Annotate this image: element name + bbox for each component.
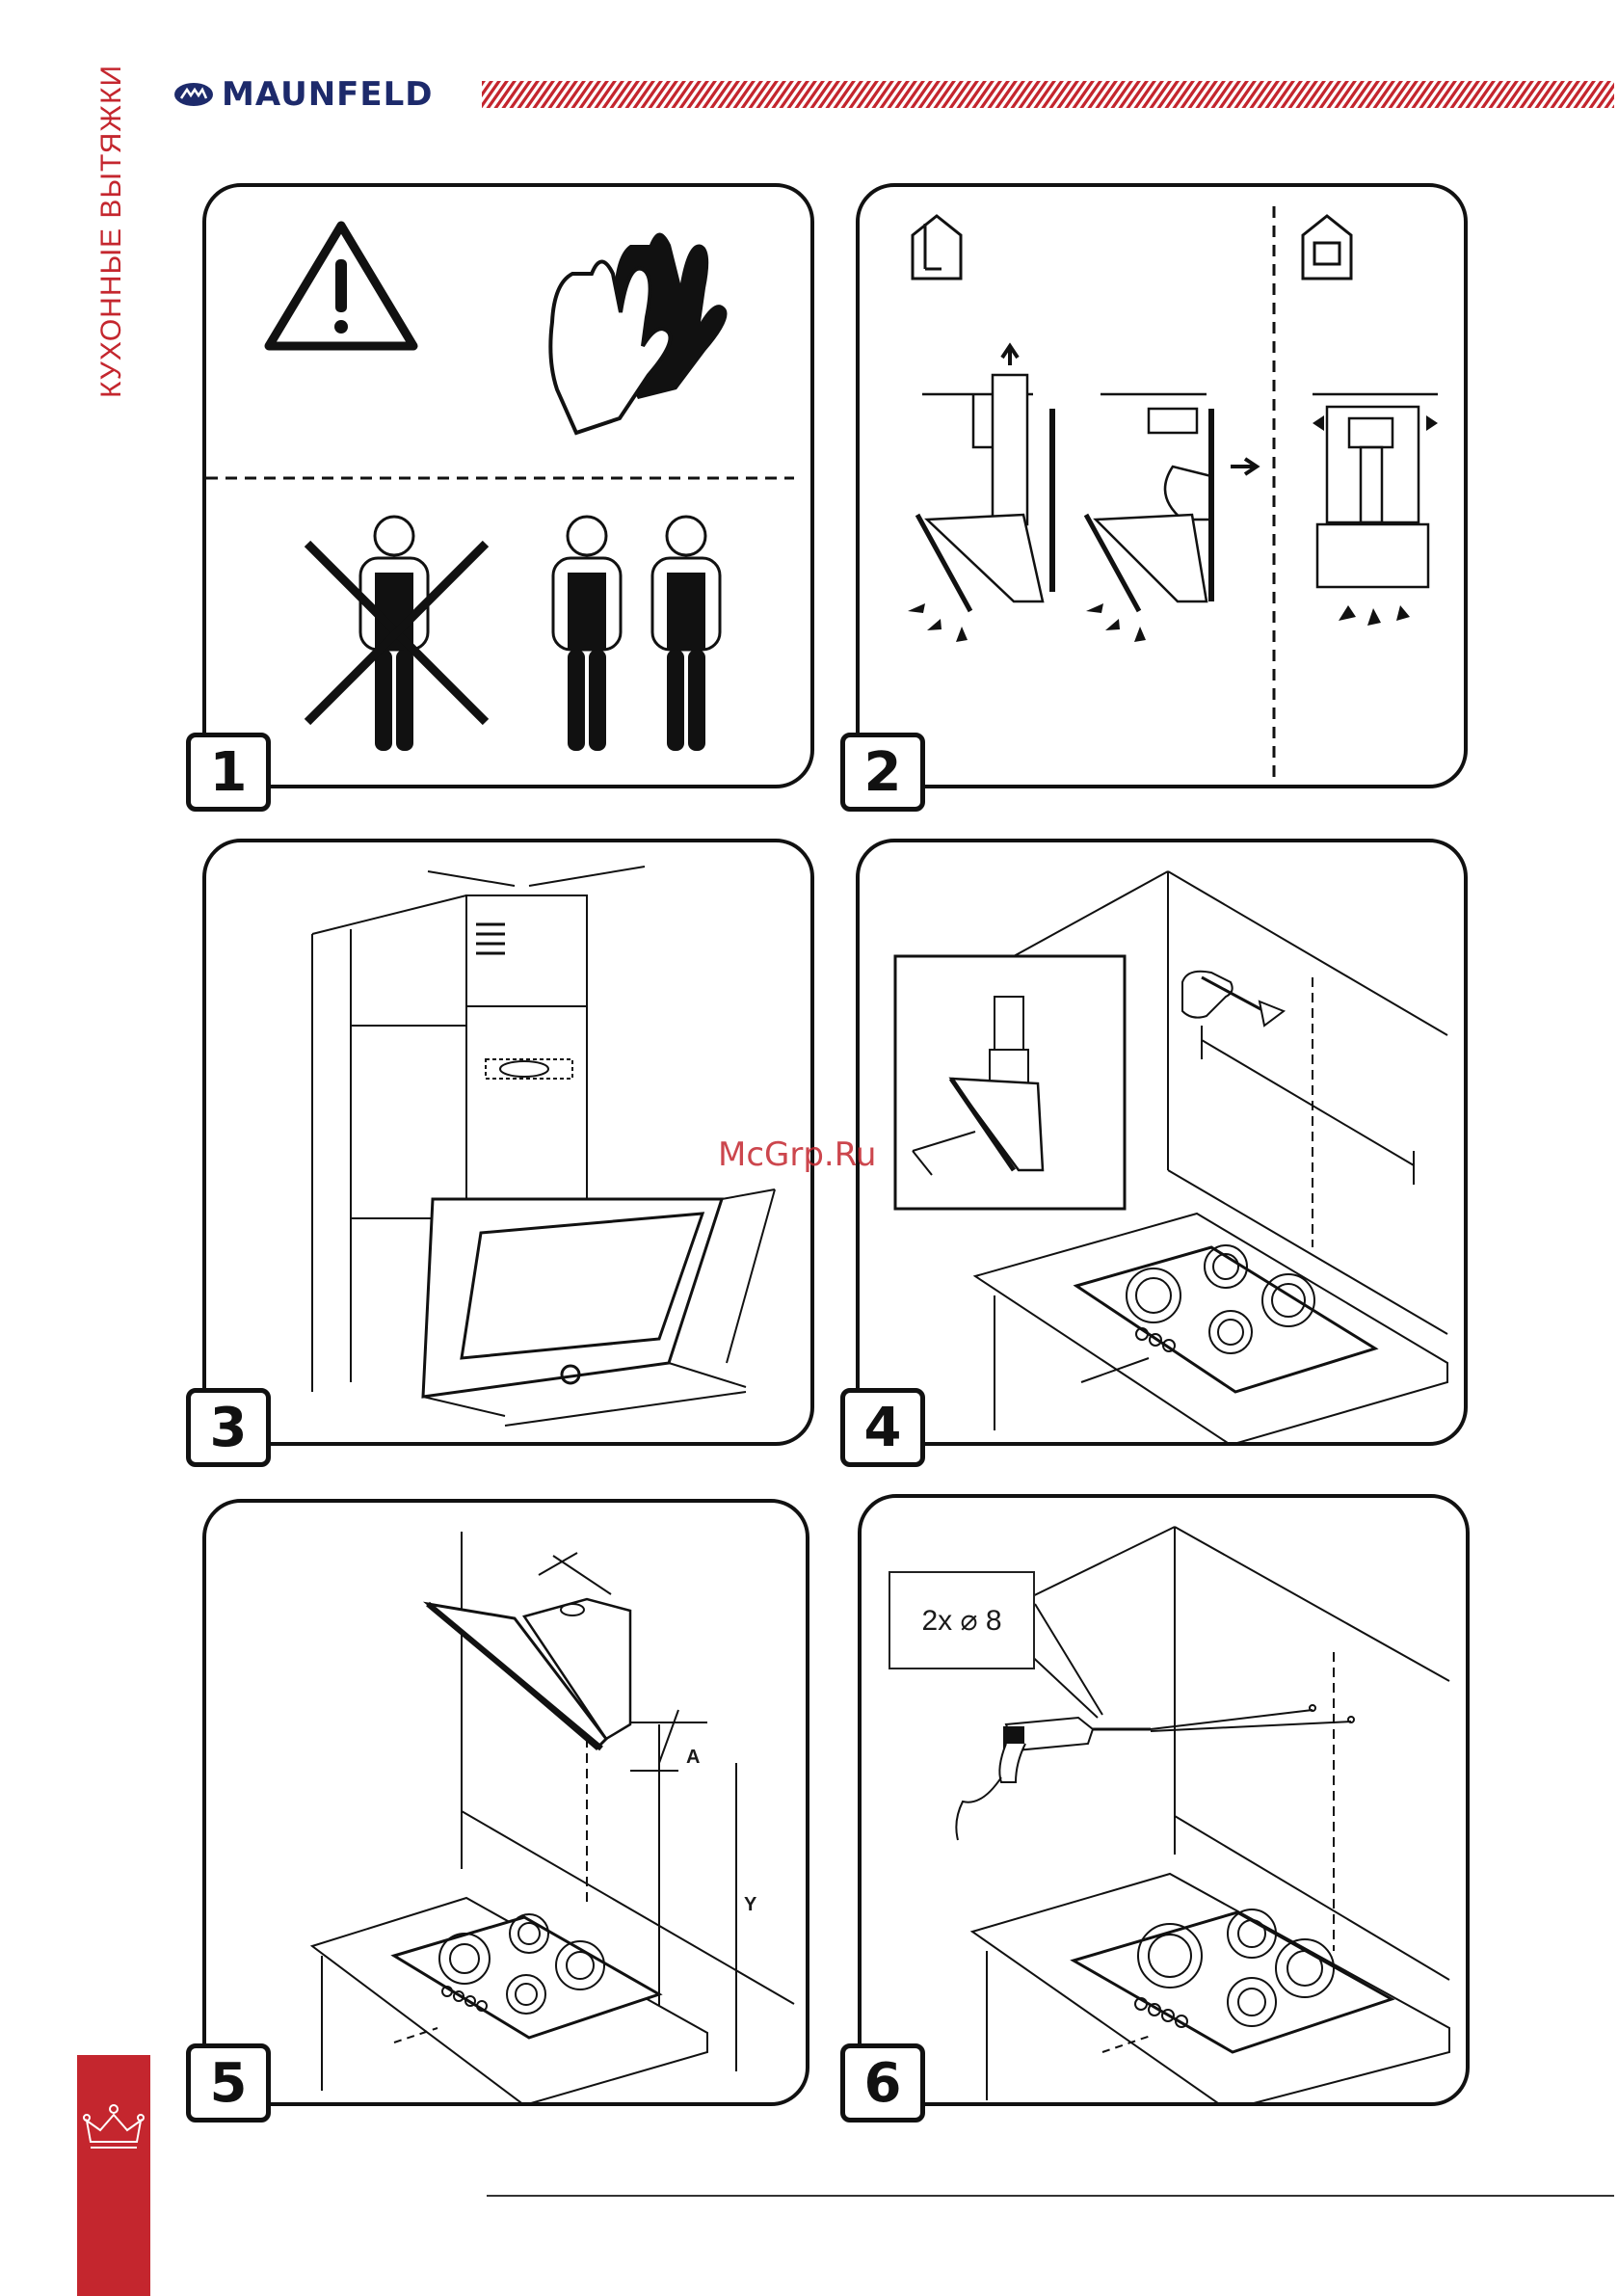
panel-1 [202,183,814,788]
dimension-label-a: A [686,1747,700,1769]
panel-4-number: 4 [840,1388,925,1467]
dimension-label-y: Y [744,1894,756,1916]
panel-1-number: 1 [186,733,271,812]
drill-icon [956,1705,1354,1840]
crown-icon [77,2092,150,2169]
warning-icon [269,226,413,346]
brand-name: MAUNFELD [222,75,434,114]
installer-figure-icon [307,517,486,751]
installer-figure-icon [553,517,621,751]
house-recirculation-icon [1303,216,1351,279]
panel-3-number: 3 [186,1388,271,1467]
gloves-icon [550,233,727,434]
watermark: McGrp.Ru [718,1135,876,1174]
header-hatch-bar [482,81,1614,108]
panel-5 [202,1499,809,2106]
side-title: КУХОННЫЕ ВЫТЯЖКИ [93,77,131,386]
panel-5-number: 5 [186,2043,271,2122]
drill-size-label: 2x ⌀ 8 [889,1571,1035,1669]
house-exhaust-icon [913,216,961,279]
panel-2-number: 2 [840,733,925,812]
panel-4 [856,839,1468,1446]
drill-size-text: 2x ⌀ 8 [921,1604,1001,1638]
side-title-text: КУХОННЫЕ ВЫТЯЖКИ [95,65,128,398]
brand-logo: MAUNFELD [173,73,434,116]
brand-mark-icon [173,80,214,109]
panel-6-number: 6 [840,2043,925,2122]
panel-2 [856,183,1468,788]
footer-rule [487,2195,1614,2197]
installer-figure-icon [652,517,720,751]
